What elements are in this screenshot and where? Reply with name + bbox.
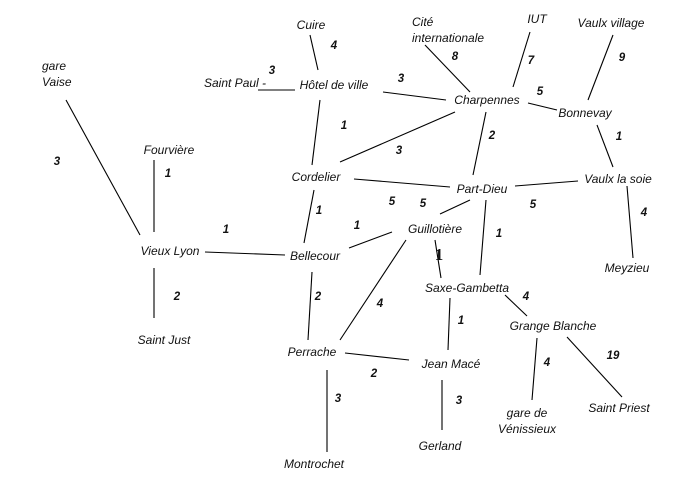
edge-weight-label: 1 (616, 131, 622, 143)
station-perrache: Perrache (288, 345, 337, 359)
station-bellecour: Bellecour (290, 249, 341, 263)
station-gerland: Gerland (419, 439, 462, 453)
station-saintjust: Saint Just (138, 333, 191, 347)
station-cordelier: Cordelier (292, 170, 342, 184)
station-hotel: Hôtel de ville (300, 78, 369, 92)
station-vaulxvillage: Vaulx village (578, 16, 645, 30)
edge-vaulxvillage-bonnevay (587, 34, 614, 101)
edge-weight-label: 4 (330, 40, 338, 52)
edge-weight-label: 8 (452, 51, 459, 63)
edge-weight-label: 4 (543, 357, 551, 369)
edge-weight-label: 2 (488, 130, 496, 142)
station-jeanmace: Jean Macé (421, 357, 481, 371)
edge-weight-label: 4 (376, 298, 384, 310)
edge-guillotiere-perrache (339, 239, 407, 341)
station-partdieu: Part-Dieu (457, 182, 508, 196)
station-saxe: Saxe-Gambetta (425, 281, 509, 295)
edge-vieuxlyon-bellecour (204, 251, 286, 256)
station-saintpaul: Saint Paul - (204, 76, 266, 90)
edge-vaulxlasoie-meyzieu (626, 185, 634, 259)
edge-weight-label: 1 (165, 168, 171, 180)
edge-cordelier-charpennes (339, 111, 456, 163)
edge-weight-label: 3 (456, 395, 463, 407)
station-charpennes: Charpennes (454, 93, 519, 107)
station-cite: Cité (412, 15, 434, 29)
station-fourviere: Fourvière (144, 143, 195, 157)
station-montrochet: Montrochet (284, 457, 345, 471)
station-guillotiere: Guillotière (408, 222, 462, 236)
station-iut: IUT (527, 12, 548, 26)
edge-weight-label: 3 (335, 393, 342, 405)
station-saintpriest: Saint Priest (588, 401, 650, 415)
edge-weight-label: 9 (619, 52, 626, 64)
station-meyzieu: Meyzieu (605, 261, 650, 275)
edge-cordelier-partdieu (353, 178, 451, 188)
edge-bonnevay-vaulxlasoie (596, 124, 614, 168)
edge-weight-label: 2 (173, 291, 181, 303)
edge-weight-label: 1 (496, 228, 502, 240)
edge-weight-label: 2 (314, 291, 322, 303)
edge-weight-label: 3 (396, 145, 403, 157)
edge-grange-saintpriest (566, 336, 623, 398)
station-vaise: Vaise (42, 75, 72, 89)
station-venissieux: gare de (507, 406, 548, 420)
edge-guillotiere-partdieu (439, 199, 471, 215)
edge-weight-label: 5 (420, 198, 427, 210)
edge-weight-label: 1 (435, 245, 444, 264)
edge-weight-label: 4 (640, 207, 648, 219)
station-venissieux: Vénissieux (498, 422, 557, 436)
edge-weight-label: 19 (607, 350, 620, 362)
station-vieuxlyon: Vieux Lyon (141, 244, 200, 258)
edge-partdieu-vaulxlasoie (514, 180, 579, 187)
edge-cordelier-bellecour (303, 189, 315, 244)
station-vaise: gare (42, 59, 66, 73)
edge-cuire-hotel (309, 34, 319, 71)
edge-grange-venissieux (531, 337, 538, 401)
edge-bellecour-guillotiere (348, 231, 393, 249)
edge-weight-label: 1 (458, 315, 464, 327)
edge-saxe-grange (504, 294, 528, 317)
edge-weight-label: 7 (528, 55, 535, 67)
edge-weight-label: 1 (223, 224, 229, 236)
edge-guillotiere-saxe (434, 239, 442, 279)
edge-iut-charpennes (512, 31, 531, 88)
edge-weight-label: 1 (316, 205, 322, 217)
station-vaulxlasoie: Vaulx la soie (584, 172, 652, 186)
edge-weight-label: 1 (341, 120, 347, 132)
edge-weight-label: 1 (354, 220, 360, 232)
station-grange: Grange Blanche (510, 319, 597, 333)
edge-weight-label: 2 (370, 368, 378, 380)
edge-saxe-jeanmace (447, 297, 451, 351)
edge-weight-label: 3 (54, 156, 61, 168)
edge-hotel-charpennes (382, 91, 447, 101)
station-cite: internationale (412, 31, 484, 45)
edge-hotel-cordelier (311, 99, 321, 166)
edge-perrache-jeanmace (344, 352, 410, 361)
edge-charpennes-bonnevay (527, 102, 558, 111)
edge-vaise-vieuxlyon (65, 99, 141, 236)
edge-weight-label: 5 (530, 199, 537, 211)
station-cuire: Cuire (297, 18, 326, 32)
station-bonnevay: Bonnevay (558, 106, 612, 120)
edge-weight-label: 5 (537, 86, 544, 98)
edge-cite-charpennes (424, 44, 471, 93)
edge-charpennes-partdieu (472, 111, 487, 176)
edge-partdieu-saxe (479, 199, 487, 276)
edge-weight-label: 5 (389, 196, 396, 208)
edge-weight-label: 4 (522, 291, 530, 303)
edge-weight-label: 3 (269, 65, 276, 77)
edge-weight-label: 3 (398, 73, 405, 85)
edge-bellecour-perrache (307, 271, 313, 341)
